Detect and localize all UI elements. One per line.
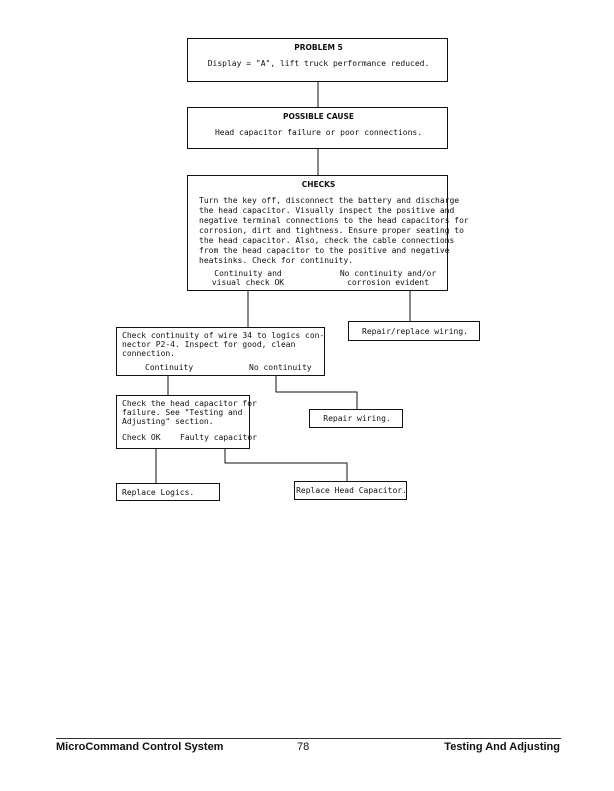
connector-cap-replace [224,449,348,481]
repair-wiring-text: Repair wiring. [323,414,391,423]
checks-branch-ok-label: Continuity and [214,269,282,278]
replace-capacitor-box: Replace Head Capacitor. [294,481,407,500]
replace-capacitor-text: Replace Head Capacitor. [296,486,407,495]
connector-wire-repair [275,376,358,409]
cap-check-line: failure. See "Testing and [122,408,243,417]
checks-line: heatsinks. Check for continuity. [199,256,354,265]
replace-logics-text: Replace Logics. [122,488,195,497]
problem-text: Display = "A", lift truck performance re… [207,59,430,68]
wire-check-line: connection. [122,349,175,358]
checks-title: CHECKS [301,180,336,189]
problem-title: PROBLEM 5 [294,43,343,52]
checks-line: the head capacitor. Visually inspect the… [199,206,455,215]
possible-cause-box: POSSIBLE CAUSE Head capacitor failure or… [187,107,448,149]
checks-branch-fail-label: corrosion evident [347,278,429,287]
checks-line: corrosion, dirt and tightness. Ensure pr… [199,226,464,235]
cap-check-branch-fail-label: Faulty capacitor [180,433,258,442]
footer-page-number: 78 [297,741,310,753]
cap-check-line: Check the head capacitor for [122,399,257,408]
cap-check-box: Check the head capacitor for failure. Se… [116,395,257,449]
problem-box: PROBLEM 5 Display = "A", lift truck perf… [187,38,448,82]
cause-text: Head capacitor failure or poor connectio… [214,128,423,137]
checks-line: Turn the key off, disconnect the battery… [199,196,460,205]
wire-check-line: nector P2-4. Inspect for good, clean [122,340,296,349]
checks-box: CHECKS Turn the key off, disconnect the … [187,175,469,291]
repair-replace-wiring-text: Repair/replace wiring. [362,327,468,336]
footer-rule [56,738,561,739]
cause-title: POSSIBLE CAUSE [282,112,355,121]
repair-wiring-box: Repair wiring. [309,409,403,428]
footer-left: MicroCommand Control System [56,741,224,753]
footer-right: Testing And Adjusting [444,741,560,753]
checks-line: the head capacitor. Also, check the cabl… [199,236,455,245]
wire-check-branch-ok-label: Continuity [145,363,194,372]
wire-check-box: Check continuity of wire 34 to logics co… [116,327,325,376]
replace-logics-box: Replace Logics. [116,483,220,501]
repair-replace-wiring-box: Repair/replace wiring. [348,321,480,341]
checks-branch-ok-label: visual check OK [211,278,285,287]
cap-check-line: Adjusting" section. [122,417,214,426]
checks-line: negative terminal connections to the hea… [199,216,469,225]
checks-branch-fail-label: No continuity and/or [339,269,437,278]
checks-line: from the head capacitor to the positive … [199,246,450,255]
cap-check-branch-ok-label: Check OK [122,433,161,442]
wire-check-line: Check continuity of wire 34 to logics co… [122,331,325,340]
wire-check-branch-fail-label: No continuity [249,363,312,372]
